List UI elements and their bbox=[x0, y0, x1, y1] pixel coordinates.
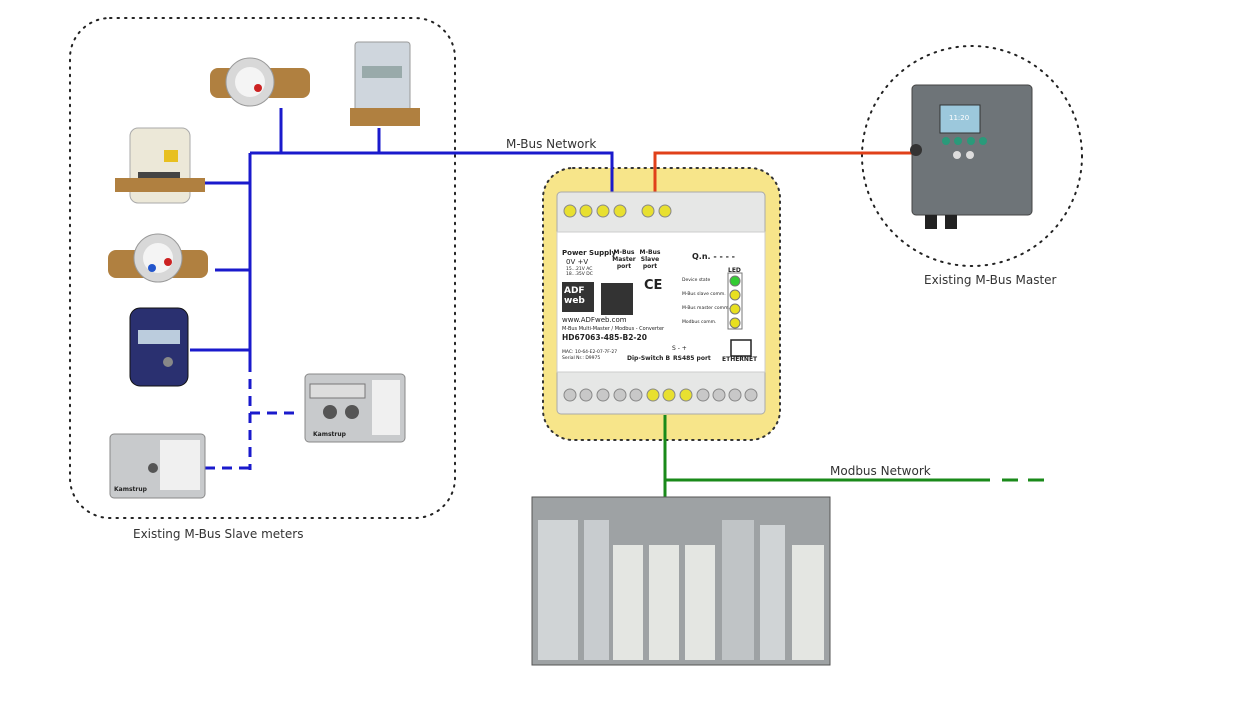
led-indicator bbox=[729, 275, 741, 287]
voltage-range-dc: 18...35V DC bbox=[566, 272, 593, 277]
qn-label: Q.n. - - - - bbox=[692, 252, 735, 261]
dip-switch-label: Dip-Switch B bbox=[627, 355, 671, 362]
led-indicator bbox=[729, 317, 741, 329]
modbus-network-label: Modbus Network bbox=[830, 464, 931, 478]
mbus-master-port-label: M-Bus Master port bbox=[612, 249, 636, 270]
meter-kamstrup-2 bbox=[109, 433, 206, 499]
meter-siemens bbox=[350, 41, 420, 126]
led-indicator bbox=[729, 289, 741, 301]
mbus-master-label: Existing M-Bus Master bbox=[924, 273, 1057, 287]
plc-rack bbox=[531, 496, 831, 666]
mbus-network-lines bbox=[190, 108, 614, 470]
adfweb-logo: ADF web bbox=[564, 286, 585, 306]
master-link-line bbox=[653, 151, 912, 192]
mbus-slave-port-label: M-Bus Slave port bbox=[639, 249, 661, 270]
led-mbus-slave: M-Bus slave comm. bbox=[682, 292, 726, 297]
led-modbus: Modbus comm. bbox=[682, 320, 717, 325]
ethernet-label: ETHERNET bbox=[722, 356, 758, 363]
rs485-port-label: RS485 port bbox=[673, 355, 711, 362]
voltage-range-ac: 15...21V AC bbox=[566, 267, 593, 272]
voltage-label: 0V +V bbox=[566, 258, 589, 266]
kamstrup-logo: Kamstrup bbox=[313, 431, 346, 438]
slave-group-boundary bbox=[69, 17, 456, 519]
meter-water-1 bbox=[210, 57, 310, 107]
ce-mark: CE bbox=[644, 278, 663, 293]
mbus-network-label: M-Bus Network bbox=[506, 137, 597, 151]
led-device-state: Device state bbox=[682, 278, 711, 283]
meter-blue bbox=[129, 307, 189, 387]
kamstrup-logo-2: Kamstrup bbox=[114, 486, 147, 493]
led-column bbox=[727, 272, 743, 330]
mbus-master-device bbox=[910, 84, 1033, 229]
slave-meters-label: Existing M-Bus Slave meters bbox=[133, 527, 304, 541]
master-display-time: 11:20 bbox=[949, 114, 970, 122]
description-label: M-Bus Multi-Master / Modbus - Converter bbox=[562, 326, 665, 332]
power-supply-label: Power Supply bbox=[562, 249, 617, 257]
led-indicator bbox=[729, 303, 741, 315]
rs485-pins-label: S - + bbox=[672, 345, 687, 352]
serial-label: Serial Nr.: D9975 bbox=[562, 356, 601, 361]
meter-kamstrup-1 bbox=[304, 373, 406, 443]
modbus-network-lines bbox=[663, 415, 1050, 497]
meter-heat-1 bbox=[115, 127, 205, 204]
led-mbus-master: M-Bus master comm. bbox=[682, 306, 730, 311]
mac-label: MAC: 10-64-E2-07-7F-27 bbox=[562, 350, 618, 355]
master-group-boundary bbox=[861, 45, 1083, 267]
meter-water-2 bbox=[108, 233, 208, 283]
website-label: www.ADFweb.com bbox=[562, 316, 627, 324]
converter-device bbox=[556, 191, 766, 415]
led-label: LED bbox=[728, 267, 741, 274]
model-label: HD67063-485-B2-20 bbox=[562, 333, 647, 342]
